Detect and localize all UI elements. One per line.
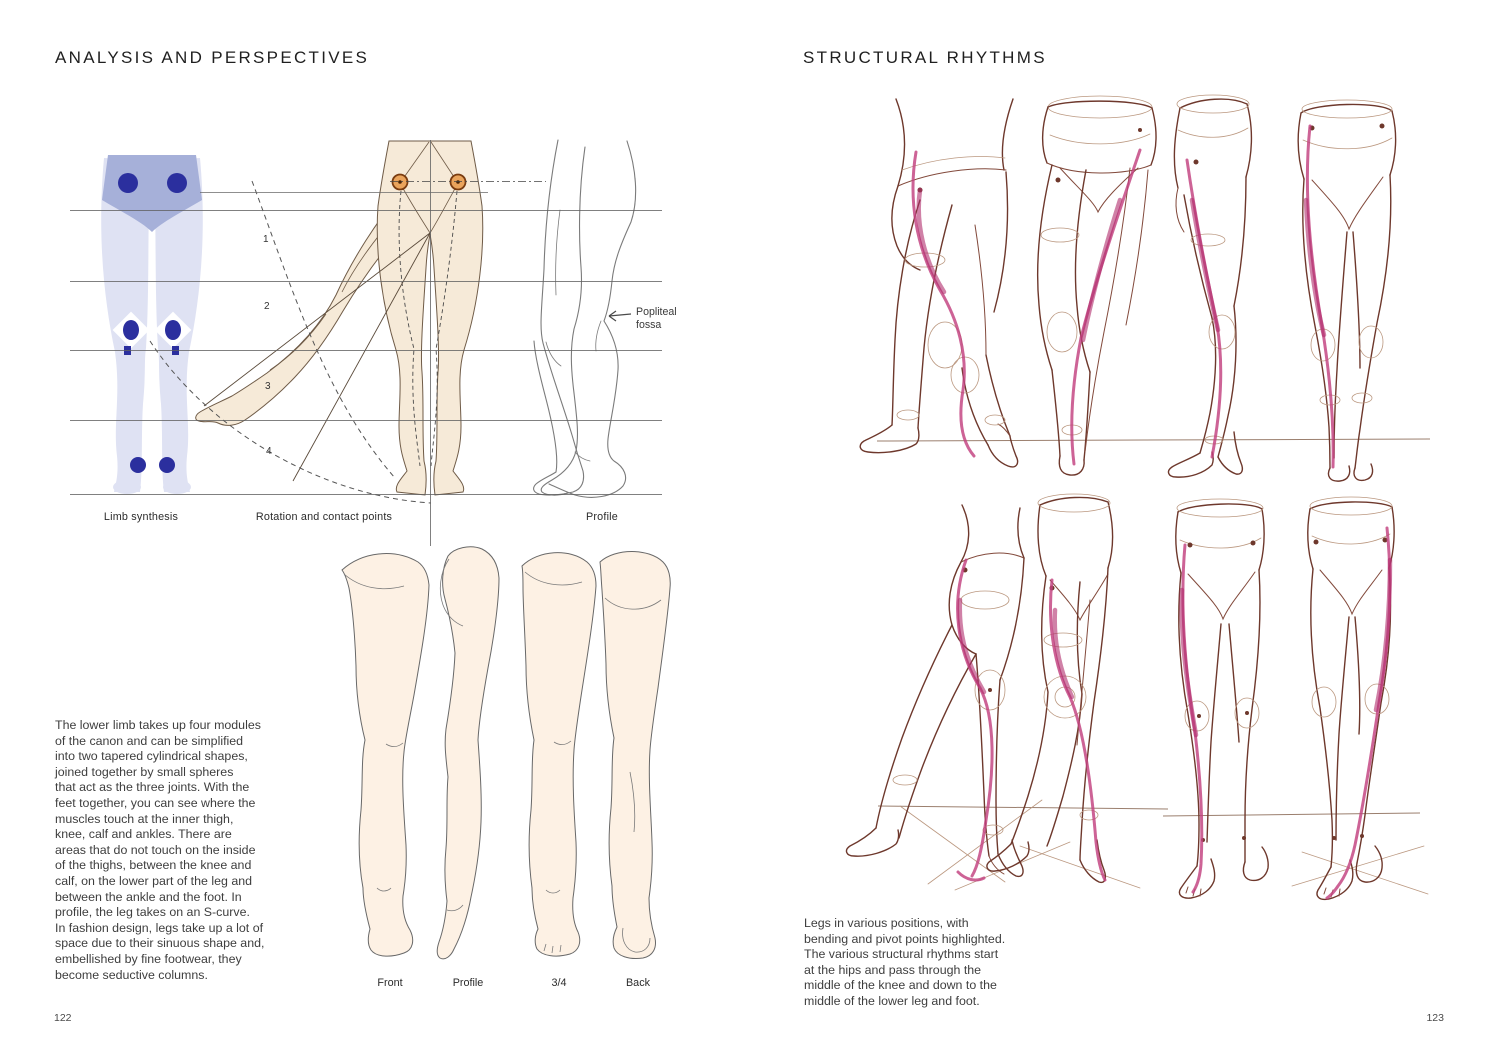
profile-figure [533,139,637,498]
view-label-three-quarter: 3/4 [551,977,567,989]
left-page-title: ANALYSIS AND PERSPECTIVES [55,48,370,67]
view-label-profile: Profile [452,977,484,989]
right-page-number: 123 [1426,1012,1444,1024]
leg-sketch-4 [1297,99,1397,482]
right-page-title: STRUCTURAL RHYTHMS [803,48,1047,67]
leg-sketch-1 [859,98,1019,468]
leg-sketch-7 [1175,498,1269,899]
caption-profile: Profile [585,511,618,523]
rotation-figure [149,140,484,504]
rhythm-sketches-top-row [859,94,1431,482]
arrow-left-icon [608,310,632,322]
popliteal-fossa-label: Popliteal fossa [636,306,677,331]
leg-sketch-3 [1167,94,1253,478]
rotation-step-number: 4 [266,446,272,457]
rotation-step-number: 3 [265,381,271,392]
caption-rotation: Rotation and contact points [255,511,393,523]
caption-limb-synthesis: Limb synthesis [103,511,179,523]
rhythm-sketches-bottom-row [845,493,1429,901]
limb-synthesis-figure [101,155,203,494]
leg-sketch-6 [986,493,1114,884]
view-label-back: Back [625,977,650,989]
leg-sketch-5 [845,504,1025,882]
leg-sketch-2 [1036,95,1157,476]
left-body-text: The lower limb takes up four modules of … [55,718,265,982]
rotation-step-number: 1 [263,234,269,245]
right-caption-text: Legs in various positions, with bending … [804,916,1006,1008]
rotation-step-number: 2 [264,301,270,312]
module-grid-lines [70,140,662,546]
left-page-number: 122 [54,1012,72,1024]
four-view-legs-figure [341,546,671,960]
view-label-front: Front [377,977,403,989]
leg-sketch-8 [1307,496,1395,901]
